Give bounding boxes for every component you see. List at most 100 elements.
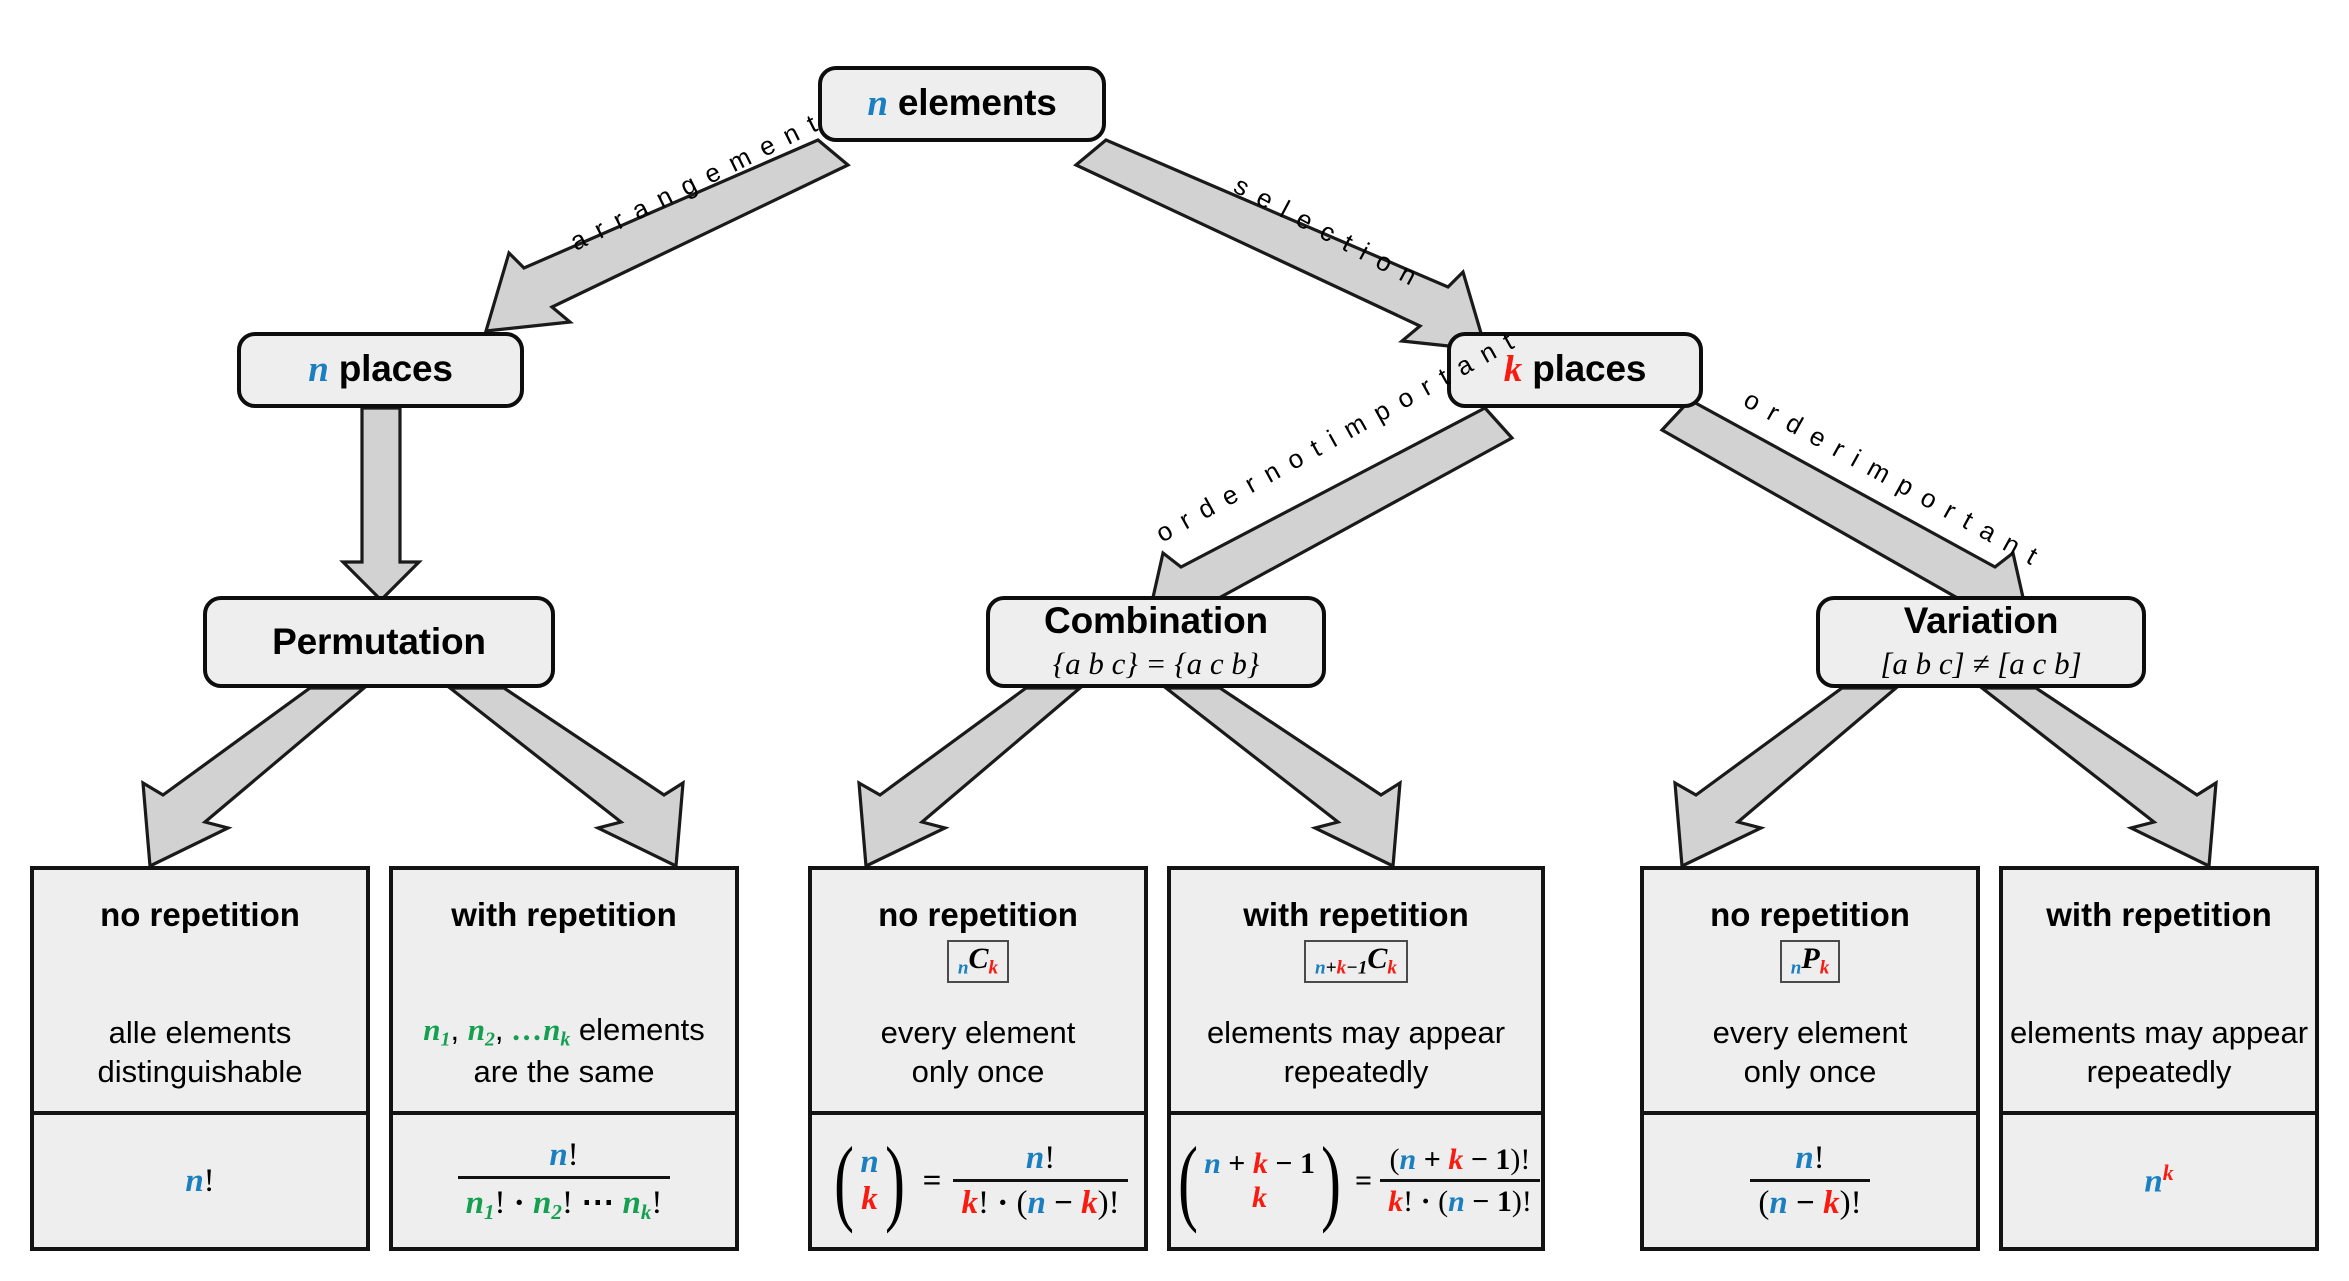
- variable-k: k: [1819, 957, 1830, 979]
- leaf-combination-with-repetition[interactable]: with repetition n+k−1Ck elements may app…: [1167, 866, 1545, 1251]
- number-one: 1: [1299, 1147, 1315, 1181]
- variable-n: n: [1769, 1185, 1788, 1221]
- node-combination[interactable]: Combination {a b c} = {a c b}: [986, 596, 1326, 688]
- factorial-sign: !: [1108, 1185, 1120, 1221]
- leaf-heading: with repetition: [451, 896, 677, 933]
- right-paren: ): [1511, 1185, 1522, 1218]
- leaf-top-section: with repetition elements may appear repe…: [2003, 870, 2315, 1115]
- factorial-sign: !: [203, 1162, 215, 1199]
- leaf-description-line1: alle elements: [108, 1015, 292, 1051]
- variable-k: k: [1336, 957, 1347, 979]
- combination-C: C: [968, 942, 989, 975]
- arrow-variation-with-repetition: [1977, 686, 2218, 869]
- node-variation[interactable]: Variation [a b c] ≠ [a c b]: [1816, 596, 2146, 688]
- variable-k: k: [1388, 1185, 1404, 1218]
- left-paren: (: [1758, 1185, 1770, 1221]
- left-paren: (: [1016, 1185, 1028, 1221]
- arrow-combination-no-repetition: [857, 686, 1085, 869]
- factorial-sign: !: [567, 1137, 579, 1174]
- arrow-permutation-with-repetition: [445, 686, 685, 869]
- variable-n: n: [957, 957, 969, 979]
- leaf-combination-no-repetition[interactable]: no repetition nCk every element only onc…: [808, 866, 1148, 1251]
- arrow-variation-no-repetition: [1673, 686, 1901, 869]
- variable-k: k: [1387, 957, 1398, 979]
- node-combination-title: Combination: [1044, 599, 1268, 641]
- leaf-description-line1: every element: [880, 1015, 1076, 1051]
- minus-sign: −: [1796, 1185, 1815, 1221]
- fraction-numerator: n!: [541, 1137, 586, 1176]
- variable-n1: n: [423, 1012, 441, 1048]
- subscript-2: 2: [484, 1028, 495, 1051]
- right-paren: ): [1097, 1185, 1109, 1221]
- variable-n: n: [860, 1144, 879, 1181]
- leaf-description: every element only once: [1644, 1014, 1976, 1091]
- variable-n: n: [1027, 1185, 1046, 1221]
- minus-sign: −: [1472, 1185, 1490, 1218]
- minus-sign: −: [1275, 1147, 1293, 1181]
- factorial-sign: !: [1813, 1140, 1825, 1176]
- variable-k: k: [988, 957, 999, 979]
- elements-word: elements: [578, 1012, 705, 1048]
- node-n-places-title: n places: [308, 349, 453, 390]
- leaf-heading: no repetition: [1710, 896, 1910, 933]
- node-n-elements[interactable]: n elements: [818, 66, 1106, 142]
- leaf-description-line2: repeatedly: [1283, 1053, 1429, 1089]
- variable-n: n: [1204, 1147, 1221, 1181]
- factorial-sign: !: [1521, 1185, 1532, 1218]
- leaf-description-line1: every element: [1712, 1015, 1908, 1051]
- node-n-elements-title: n elements: [867, 83, 1056, 125]
- leaf-variation-no-repetition[interactable]: no repetition nPk every element only onc…: [1640, 866, 1980, 1251]
- fraction-numerator: (n + k − 1)!: [1382, 1143, 1539, 1179]
- cdots: ⋯: [581, 1185, 615, 1222]
- leaf-heading: with repetition: [1243, 896, 1469, 933]
- minus-sign: −: [1054, 1185, 1073, 1221]
- variable-n: n: [1448, 1185, 1465, 1218]
- subscript-1: 1: [483, 1199, 495, 1224]
- combination-C: C: [1367, 942, 1388, 975]
- notation-nCk: nCk: [946, 940, 1010, 983]
- leaf-description: every element only once: [812, 1014, 1144, 1091]
- right-paren: ): [1510, 1143, 1521, 1176]
- fraction-denominator: k! · (n − k)!: [953, 1179, 1128, 1222]
- node-variation-title: Variation: [1903, 599, 2059, 641]
- right-paren: ): [884, 1127, 905, 1235]
- comma: ,: [494, 1012, 504, 1048]
- variable-k: k: [961, 1185, 978, 1221]
- leaf-description-line2: only once: [1743, 1053, 1877, 1089]
- factorial-sign: !: [1850, 1185, 1862, 1221]
- exponent-k: k: [2162, 1161, 2174, 1186]
- node-permutation[interactable]: Permutation: [203, 596, 555, 688]
- leaf-variation-with-repetition[interactable]: with repetition elements may appear repe…: [1999, 866, 2319, 1251]
- fraction: n! n1! · n2! ⋯ nk!: [457, 1137, 671, 1225]
- subscript-k: k: [560, 1028, 571, 1051]
- left-paren: (: [1438, 1185, 1449, 1218]
- node-k-places[interactable]: k places: [1447, 332, 1703, 408]
- node-variation-example: [a b c] ≠ [a c b]: [1880, 646, 2082, 682]
- left-paren: (: [1178, 1127, 1199, 1235]
- variable-n2: n: [467, 1012, 485, 1048]
- formula-row: ( n k ) = n! k! · (n − k)!: [828, 1127, 1128, 1235]
- fraction: n! k! · (n − k)!: [953, 1140, 1128, 1222]
- node-combination-example: {a b c} = {a c b}: [1052, 646, 1260, 682]
- leaf-permutation-with-repetition[interactable]: with repetition n1, n2, …nk elements are…: [389, 866, 739, 1251]
- variable-n: n: [1025, 1140, 1045, 1176]
- leaf-top-section: no repetition nCk every element only onc…: [812, 870, 1144, 1115]
- leaf-heading: no repetition: [878, 896, 1078, 933]
- leaf-description-line2: only once: [911, 1053, 1045, 1089]
- leaf-formula: ( n k ) = n! k! · (n − k)!: [812, 1115, 1144, 1247]
- variable-k: k: [1252, 1147, 1268, 1181]
- variable-k: k: [1081, 1185, 1098, 1221]
- multiply-dot: ·: [997, 1185, 1009, 1221]
- arrow-permutation-no-repetition: [141, 686, 369, 869]
- minus-sign: −: [1470, 1143, 1488, 1176]
- variable-n: n: [867, 83, 888, 125]
- right-paren: ): [1839, 1185, 1851, 1221]
- factorial-sign: !: [494, 1185, 506, 1222]
- factorial-sign: !: [1520, 1143, 1531, 1176]
- fraction-numerator: n!: [1787, 1140, 1832, 1179]
- subscript-1: 1: [440, 1028, 451, 1051]
- leaf-description: n1, n2, …nk elements are the same: [393, 1011, 735, 1091]
- node-n-places[interactable]: n places: [237, 332, 524, 408]
- leaf-permutation-no-repetition[interactable]: no repetition alle elements distinguisha…: [30, 866, 370, 1251]
